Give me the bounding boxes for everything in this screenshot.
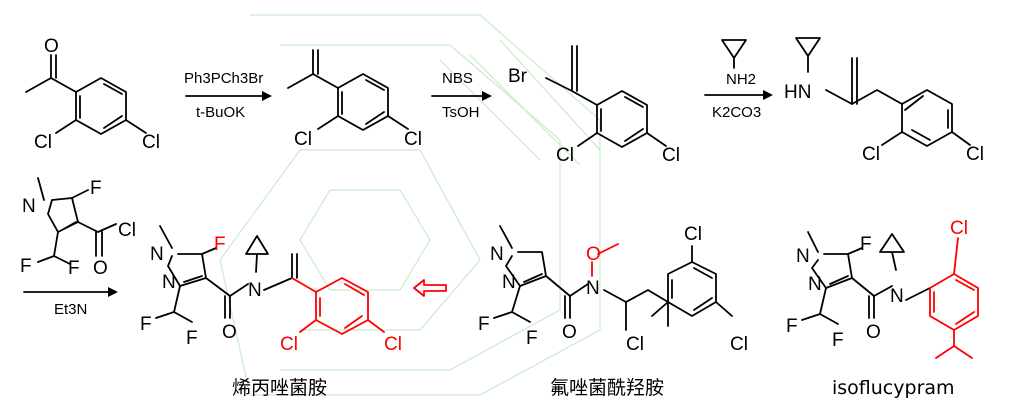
atom-HN: HN	[784, 82, 811, 103]
atom-F: F	[478, 314, 490, 335]
atom-Cl: Cl	[34, 132, 52, 153]
atom-O: O	[586, 244, 601, 265]
compound-isoflucypram: N N F N O F F Cl isoflucypram	[786, 218, 979, 399]
atom-F: F	[186, 328, 198, 349]
atom-N: N	[808, 274, 822, 295]
atom-F: F	[214, 234, 226, 255]
atom-Cl: Cl	[862, 144, 880, 165]
atom-Cl: Cl	[730, 334, 748, 355]
reagent-nh2: NH2	[726, 71, 756, 88]
atom-O: O	[866, 322, 881, 343]
reaction-arrow-2: NBS TsOH	[431, 70, 492, 121]
atom-O: O	[222, 322, 237, 343]
compound-name-isoflucypram: isoflucypram	[832, 377, 955, 399]
atom-Cl: Cl	[950, 218, 968, 239]
atom-N: N	[890, 286, 904, 307]
reagent-tsoh: TsOH	[442, 104, 480, 121]
atom-F: F	[140, 314, 152, 335]
hollow-arrow	[413, 279, 447, 297]
atom-N: N	[22, 196, 36, 217]
atom-F: F	[860, 234, 872, 255]
atom-O: O	[93, 258, 108, 279]
compound-pyrazole-acid-chloride: N F Cl O F F	[20, 177, 136, 279]
compound-reference: N N N O O F F Cl Cl Cl 氟唑菌酰羟胺	[478, 224, 748, 399]
atom-N: N	[502, 272, 516, 293]
compound-name-reference: 氟唑菌酰羟胺	[550, 377, 664, 399]
reagent-ph3pch3br: Ph3PCh3Br	[184, 70, 263, 87]
atom-Cl: Cl	[404, 129, 422, 150]
compound-dichloroacetophenone: O Cl Cl	[25, 36, 160, 153]
atom-N: N	[248, 280, 262, 301]
atom-F: F	[832, 330, 844, 351]
atom-Cl: Cl	[142, 132, 160, 153]
watermark	[219, 14, 601, 396]
atom-Cl: Cl	[384, 334, 402, 355]
atom-F: F	[20, 256, 32, 277]
atom-Cl: Cl	[118, 220, 136, 241]
atom-N: N	[586, 278, 600, 299]
atom-F: F	[786, 316, 798, 337]
reaction-arrow-1: Ph3PCh3Br t-BuOK	[184, 70, 272, 121]
atom-Cl: Cl	[280, 334, 298, 355]
atom-Cl: Cl	[684, 224, 702, 245]
compound-name-target: 烯丙唑菌胺	[232, 377, 327, 399]
atom-N: N	[796, 246, 810, 267]
reagent-tbuok: t-BuOK	[196, 104, 245, 121]
atom-F: F	[68, 258, 80, 279]
atom-N: N	[162, 272, 176, 293]
atom-N: N	[150, 244, 164, 265]
atom-F: F	[526, 328, 538, 349]
reagent-nbs: NBS	[442, 70, 473, 87]
compound-dichlorostyrene: Cl Cl	[287, 49, 422, 150]
atom-Br: Br	[508, 66, 528, 87]
atom-Cl: Cl	[294, 129, 312, 150]
reagent-et3n: Et3N	[54, 301, 87, 318]
atom-O: O	[562, 322, 577, 343]
compound-target: N N F N O F F Cl Cl 烯丙唑菌胺	[140, 225, 402, 399]
atom-O: O	[44, 36, 59, 57]
compound-allyl-bromide: Br Cl Cl	[508, 45, 680, 166]
atom-Cl: Cl	[966, 144, 984, 165]
atom-Cl: Cl	[626, 334, 644, 355]
atom-N: N	[490, 244, 504, 265]
reaction-arrow-3: NH2 K2CO3	[704, 39, 773, 121]
compound-allyl-amine: HN Cl Cl	[784, 37, 984, 165]
reagent-k2co3: K2CO3	[712, 104, 761, 121]
atom-Cl: Cl	[556, 145, 574, 166]
reaction-arrow-4: Et3N	[23, 287, 118, 318]
atom-Cl: Cl	[662, 145, 680, 166]
atom-F: F	[90, 178, 102, 199]
